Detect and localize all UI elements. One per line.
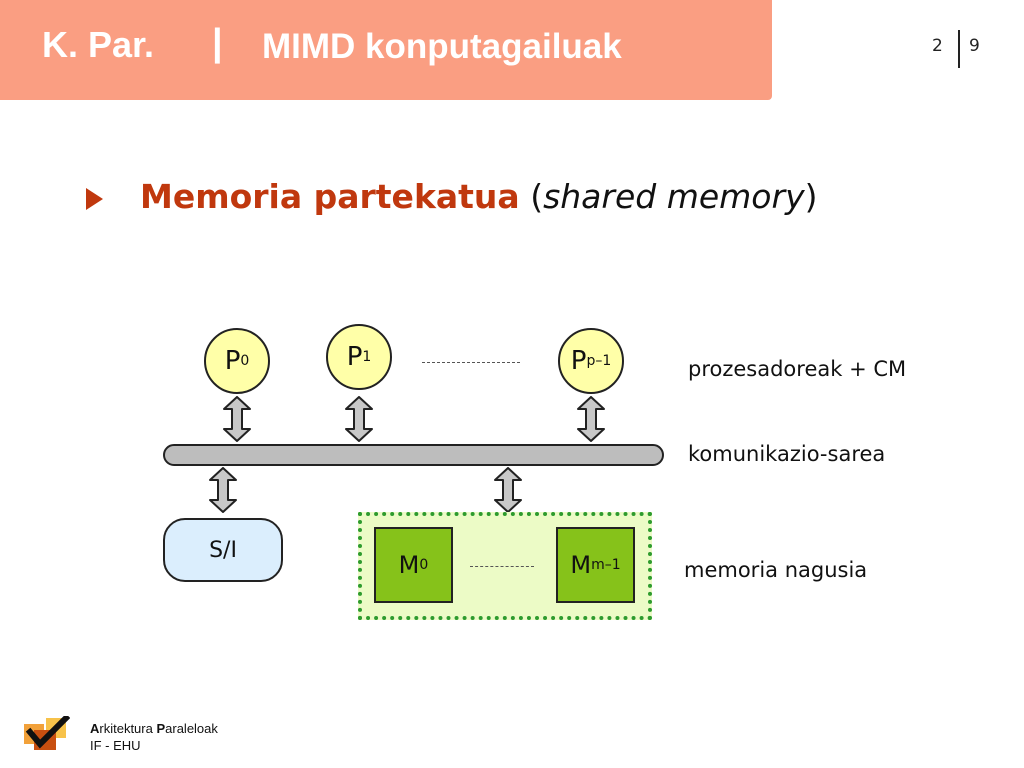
- label-main-memory: memoria nagusia: [684, 558, 868, 582]
- processors-ellipsis-line: [422, 362, 520, 363]
- double-arrow-icon: [223, 396, 251, 442]
- footer-word-p: araleloak: [165, 721, 218, 736]
- footer-credit: Arkitektura Paraleloak IF - EHU: [90, 720, 218, 754]
- course-title: K. Par.: [42, 24, 155, 65]
- double-arrow-icon: [494, 467, 522, 513]
- memory-label: M: [398, 551, 420, 579]
- label-processors: prozesadoreak + CM: [688, 357, 907, 381]
- heading-open-paren: (: [519, 177, 544, 216]
- memory-subscript: m–1: [591, 557, 621, 573]
- heading-main: Memoria partekatua: [140, 177, 520, 216]
- slide-title: MIMD konputagailuak: [262, 27, 622, 66]
- double-arrow-icon: [345, 396, 373, 442]
- page-number: 9: [969, 36, 980, 56]
- processor-label: P: [346, 342, 363, 372]
- memory-ellipsis-line: [470, 566, 534, 567]
- section-heading: Memoria partekatua (shared memory): [140, 177, 817, 216]
- processor-label: P: [224, 346, 241, 376]
- footer-initial-p: P: [156, 721, 166, 736]
- footer-initial-a: A: [90, 721, 100, 736]
- footer-word-a: rkitektura: [99, 721, 157, 736]
- heading-italic: shared memory: [543, 177, 805, 216]
- page-number-divider: [958, 30, 960, 68]
- header-separator: |: [212, 22, 223, 64]
- checkmark-logo-icon: [24, 716, 70, 750]
- io-node: S/I: [163, 518, 283, 582]
- processor-subscript: 0: [240, 353, 250, 369]
- double-arrow-icon: [209, 467, 237, 513]
- communication-network-bus: [163, 444, 664, 466]
- double-arrow-icon: [577, 396, 605, 442]
- footer-line-1: Arkitektura Paraleloak: [90, 720, 218, 737]
- memory-label: M: [570, 551, 592, 579]
- footer-line-2: IF - EHU: [90, 738, 141, 753]
- page-number-section: 2: [932, 36, 943, 56]
- memory-subscript: 0: [419, 557, 429, 573]
- header-banner: [0, 0, 772, 100]
- processor-subscript: 1: [362, 349, 372, 365]
- processor-subscript: p–1: [586, 353, 612, 369]
- heading-close-paren: ): [804, 177, 818, 216]
- processor-label: P: [570, 346, 587, 376]
- label-network: komunikazio-sarea: [688, 442, 886, 466]
- bullet-triangle-icon: [86, 188, 103, 210]
